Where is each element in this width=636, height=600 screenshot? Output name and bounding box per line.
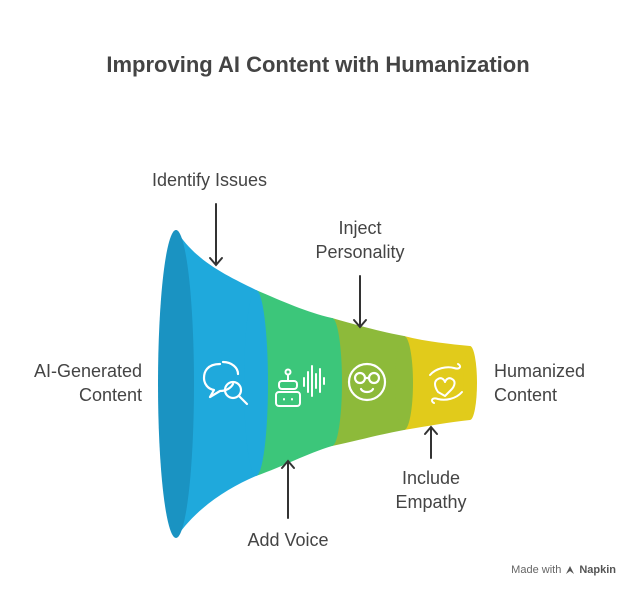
funnel-segment-include-empathy: [395, 336, 477, 430]
stage-label-include-empathy-line-2: Empathy: [395, 492, 467, 512]
stage-label-inject-personality-line-1: Inject: [338, 218, 382, 238]
footer-attribution: Made with Napkin: [511, 564, 616, 576]
arrow-add-voice: [281, 459, 295, 519]
arrow-identify-issues: [209, 203, 223, 267]
output-label-line-2: Content: [494, 385, 558, 405]
face-glasses-icon: [347, 362, 387, 402]
made-with-text: Made with: [511, 564, 562, 576]
stage-label-inject-personality-line-2: Personality: [315, 242, 405, 262]
hands-heart-icon: [429, 363, 463, 404]
arrow-inject-personality: [353, 275, 367, 329]
input-label: AI-Generated Content: [10, 359, 142, 407]
chat-search-icon: [202, 360, 249, 406]
output-label: Humanized Content: [494, 359, 585, 407]
arrow-include-empathy: [424, 425, 438, 459]
stage-label-include-empathy-line-1: Include: [401, 468, 461, 488]
napkin-logo-icon: [566, 566, 575, 574]
stage-label-identify-issues: Identify Issues: [152, 170, 268, 190]
input-label-line-1: AI-Generated: [33, 361, 142, 381]
page-title: Improving AI Content with Humanization: [106, 52, 530, 77]
robot-voice-icon: [275, 365, 325, 407]
output-label-line-1: Humanized: [494, 361, 586, 381]
funnel-segment-add-voice: [244, 290, 332, 476]
brand-text: Napkin: [579, 564, 616, 576]
funnel-segment-identify-issues: [158, 230, 256, 538]
funnel-segment-inject-personality: [322, 318, 404, 446]
input-label-line-2: Content: [78, 385, 142, 405]
stage-label-add-voice: Add Voice: [247, 530, 329, 550]
